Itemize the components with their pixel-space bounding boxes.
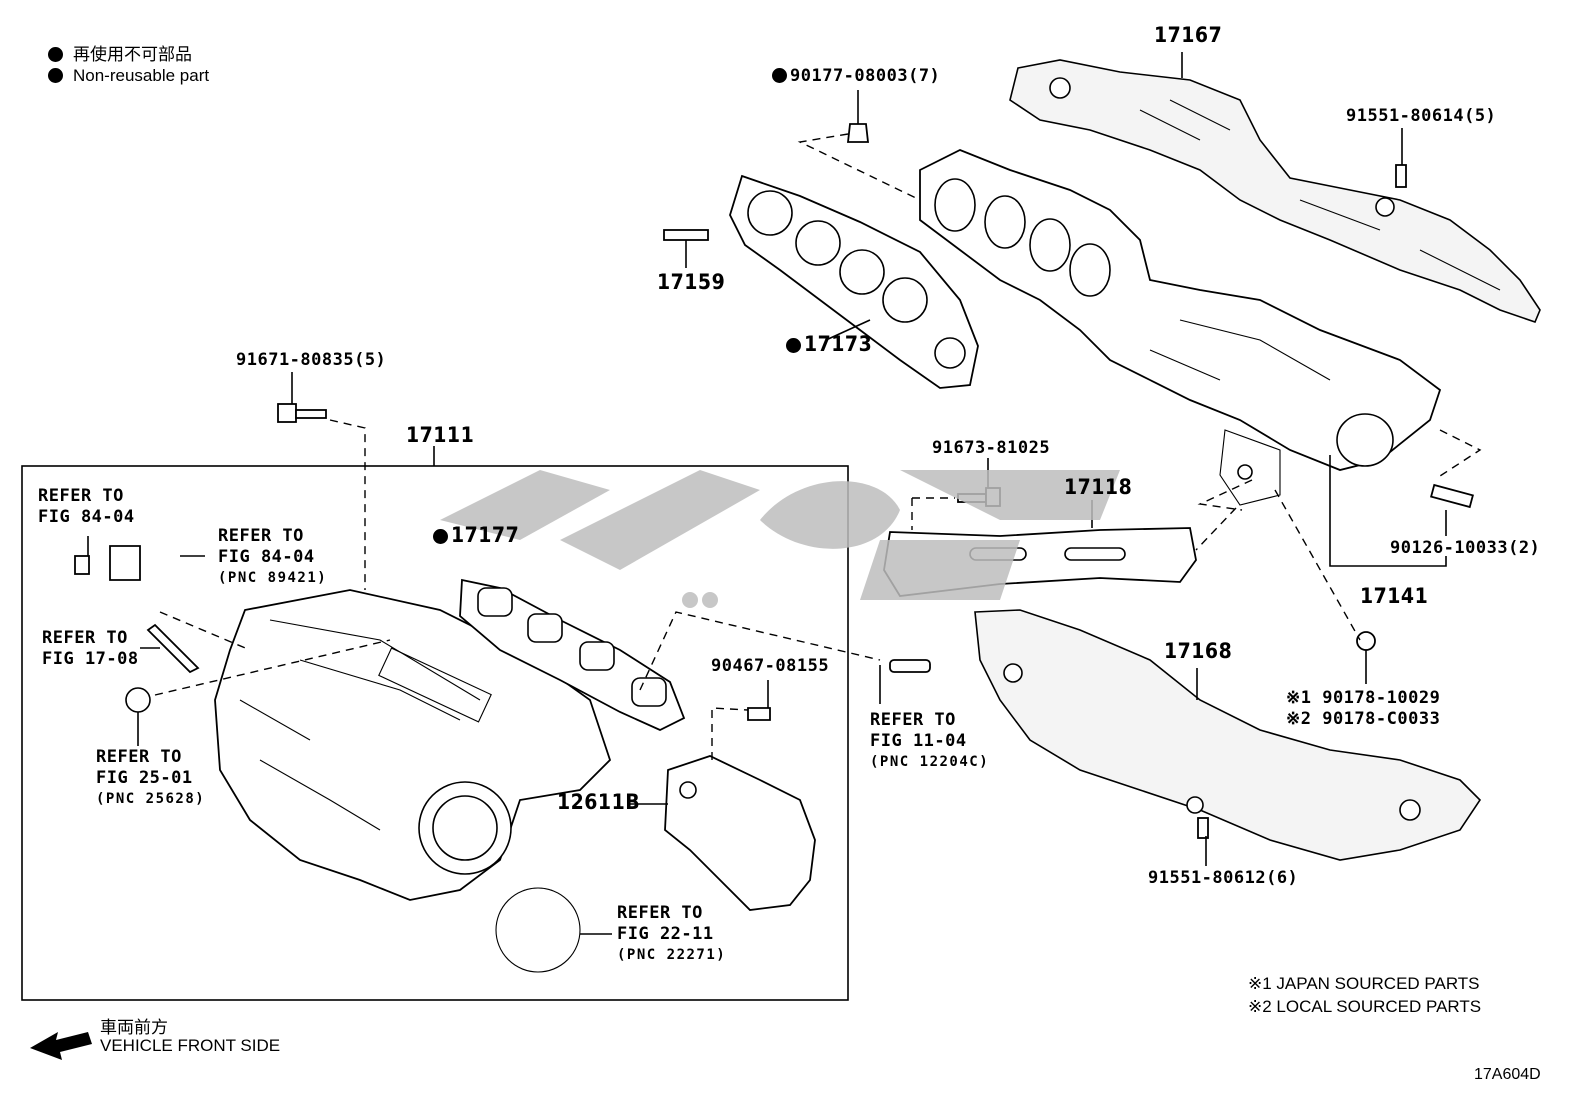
refer-to-fig-22-11: REFER TO FIG 22-11 (PNC 22271) bbox=[617, 903, 726, 966]
label-90178-b: ※2 90178-C0033 bbox=[1286, 709, 1441, 729]
label-12611B: 12611B bbox=[557, 790, 641, 814]
refer-pnc: (PNC 25628) bbox=[96, 791, 206, 807]
intake-gasket-17177 bbox=[459, 578, 686, 731]
refer-to-fig-17-08: REFER TO FIG 17-08 bbox=[42, 628, 139, 670]
refer-line1: REFER TO bbox=[42, 628, 128, 648]
refer-line1: REFER TO bbox=[218, 526, 304, 546]
label-91671: 91671-80835(5) bbox=[236, 350, 387, 370]
label-17167: 17167 bbox=[1154, 23, 1223, 47]
refer-to-fig-84-04-a: REFER TO FIG 84-04 bbox=[38, 486, 135, 528]
label-90178-a: ※1 90178-10029 bbox=[1286, 688, 1441, 708]
assembly-dashed-lines bbox=[154, 133, 1482, 760]
watermark-logo bbox=[440, 470, 1120, 608]
heat-insulator-lower-17168 bbox=[974, 609, 1482, 861]
exhaust-gasket-17173 bbox=[729, 174, 979, 389]
label-91551-80612: 91551-80612(6) bbox=[1148, 868, 1299, 888]
left-arrow-icon bbox=[30, 1032, 92, 1060]
refer-to-fig-25-01: REFER TO FIG 25-01 (PNC 25628) bbox=[96, 747, 205, 810]
refer-line2: FIG 17-08 bbox=[42, 649, 139, 669]
refer-line1: REFER TO bbox=[617, 903, 703, 923]
non-reusable-dot-icon bbox=[772, 68, 787, 83]
figure-code: 17A604D bbox=[1474, 1066, 1541, 1083]
label-90126: 90126-10033(2) bbox=[1390, 538, 1541, 558]
refer-to-fig-84-04-b: REFER TO FIG 84-04 (PNC 89421) bbox=[218, 526, 327, 589]
refer-line2: FIG 84-04 bbox=[218, 547, 315, 567]
label-90177: 90177-08003(7) bbox=[772, 68, 940, 85]
label-17118: 17118 bbox=[1064, 475, 1133, 499]
refer-line2: FIG 11-04 bbox=[870, 731, 967, 751]
label-17141: 17141 bbox=[1360, 584, 1429, 608]
refer-line1: REFER TO bbox=[38, 486, 124, 506]
note-local-sourced: ※2 LOCAL SOURCED PARTS bbox=[1248, 997, 1482, 1016]
label-91673: 91673-81025 bbox=[932, 438, 1051, 458]
label-17177: 17177 bbox=[433, 525, 519, 546]
refer-line1: REFER TO bbox=[870, 710, 956, 730]
direction-jp: 車両前方 bbox=[100, 1018, 168, 1037]
refer-line2: FIG 25-01 bbox=[96, 768, 193, 788]
non-reusable-dot-icon bbox=[433, 529, 448, 544]
legend-jp: 再使用不可部品 bbox=[48, 40, 192, 65]
heat-insulator-upper-17167 bbox=[1009, 59, 1541, 323]
refer-pnc: (PNC 89421) bbox=[218, 570, 328, 586]
note-japan-sourced: ※1 JAPAN SOURCED PARTS bbox=[1248, 974, 1480, 993]
intake-manifold-frame bbox=[21, 465, 849, 1001]
label-17168: 17168 bbox=[1164, 639, 1233, 663]
refer-pnc: (PNC 12204C) bbox=[870, 754, 990, 770]
refer-pnc: (PNC 22271) bbox=[617, 947, 727, 963]
non-reusable-dot-icon bbox=[786, 338, 801, 353]
refer-line2: FIG 84-04 bbox=[38, 507, 135, 527]
refer-to-fig-11-04: REFER TO FIG 11-04 (PNC 12204C) bbox=[870, 710, 989, 773]
label-17173: 17173 bbox=[786, 334, 872, 355]
cover-12611B bbox=[664, 755, 816, 911]
refer-line2: FIG 22-11 bbox=[617, 924, 714, 944]
label-90467: 90467-08155 bbox=[711, 656, 830, 676]
label-17111: 17111 bbox=[406, 423, 475, 447]
intake-manifold-17111 bbox=[214, 589, 612, 901]
exhaust-manifold-17141 bbox=[919, 149, 1442, 506]
non-reusable-dot-icon bbox=[48, 47, 63, 62]
legend-en: Non-reusable part bbox=[48, 66, 209, 86]
fasteners bbox=[74, 123, 1474, 973]
legend-en-text: Non-reusable part bbox=[73, 66, 210, 85]
non-reusable-dot-icon bbox=[48, 68, 63, 83]
refer-line1: REFER TO bbox=[96, 747, 182, 767]
legend-jp-text: 再使用不可部品 bbox=[73, 45, 192, 64]
label-17159: 17159 bbox=[657, 270, 726, 294]
label-91551-80614: 91551-80614(5) bbox=[1346, 106, 1497, 126]
direction-en: VEHICLE FRONT SIDE bbox=[100, 1036, 281, 1055]
